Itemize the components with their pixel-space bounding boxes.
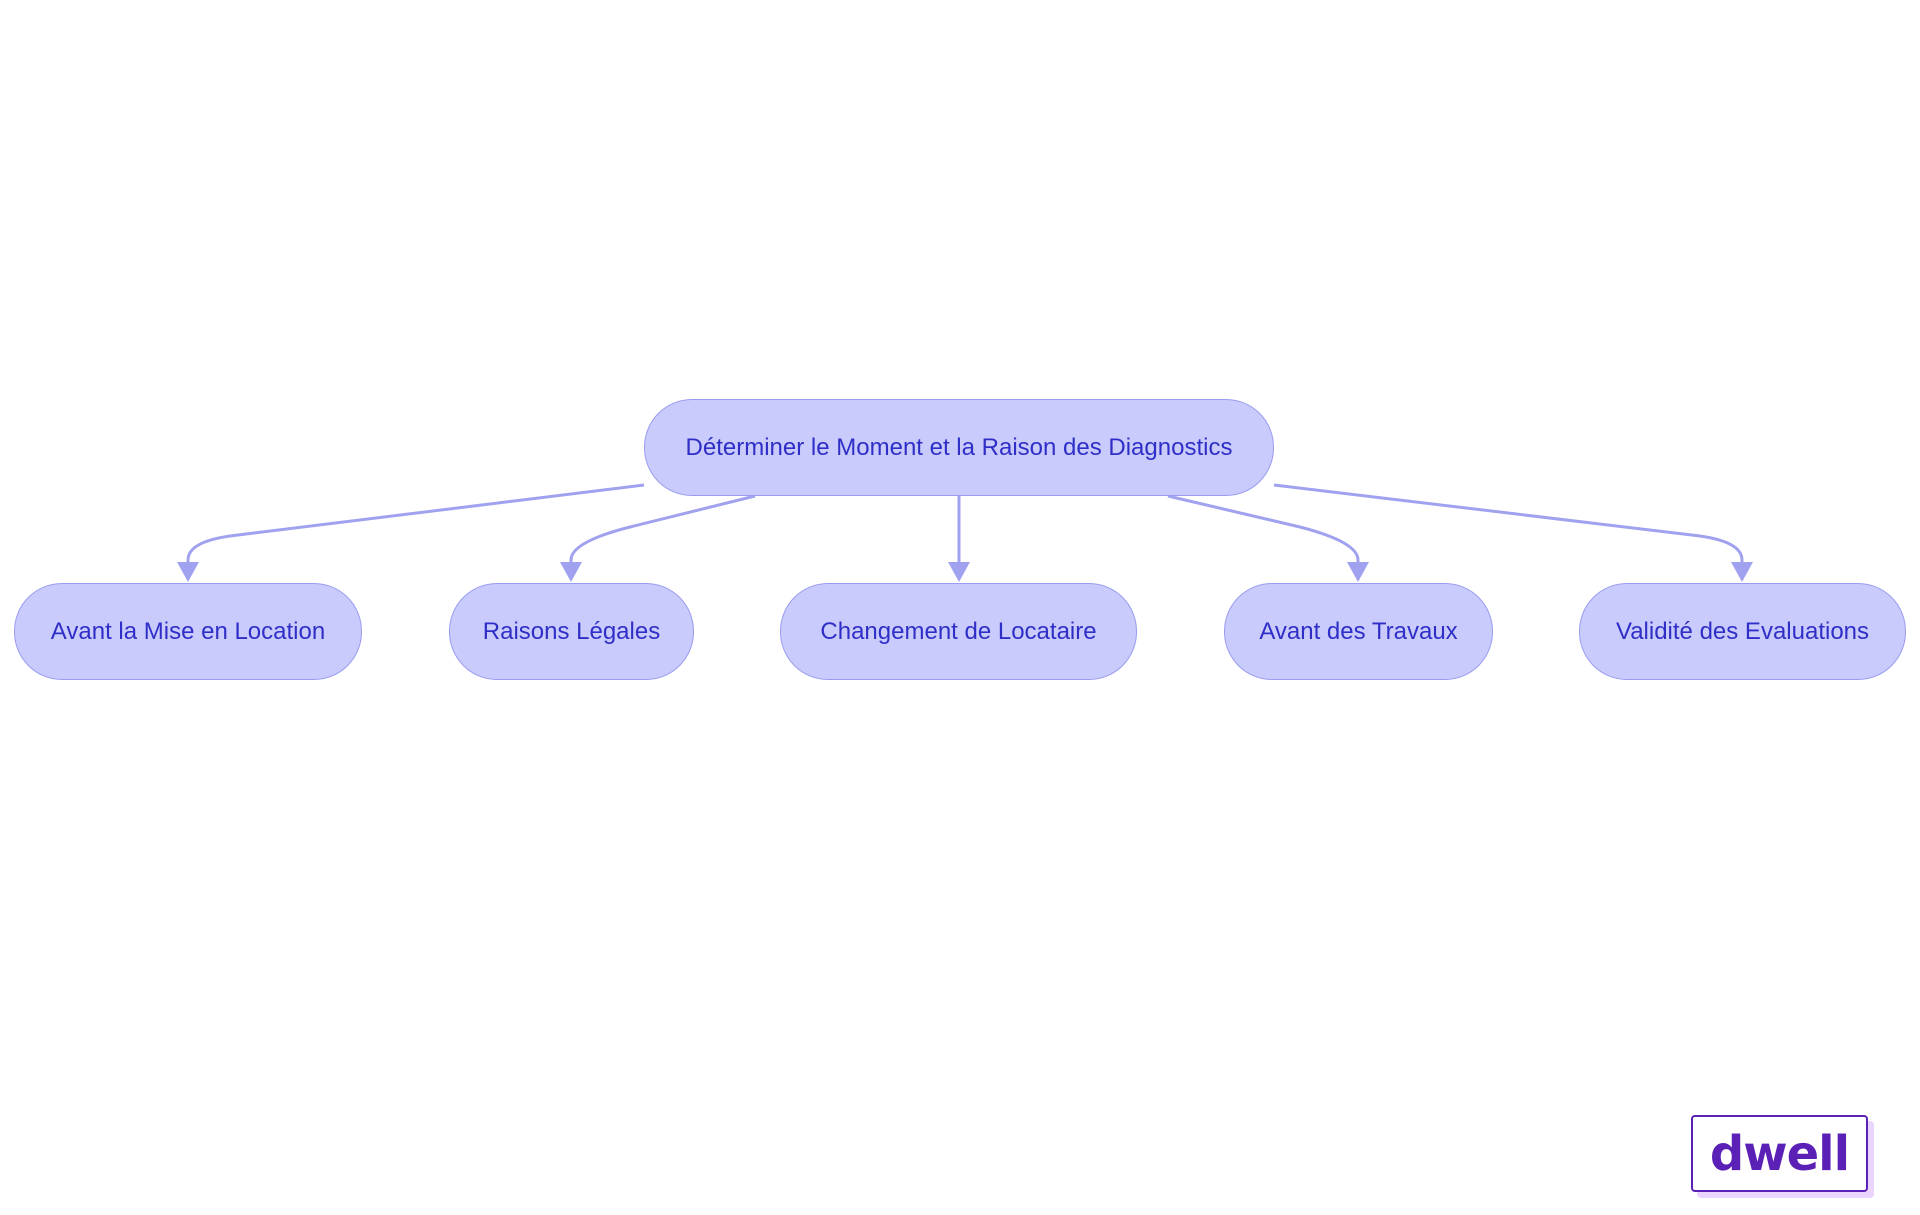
logo-text: dwell [1709, 1125, 1850, 1182]
arrowhead-validite-evaluations [1731, 562, 1753, 582]
edge-root-to-raisons-legales [569, 494, 756, 572]
child-node-label: Validité des Evaluations [1615, 617, 1870, 645]
child-node-raisons-legales: Raisons Légales [449, 583, 694, 680]
root-node: Déterminer le Moment et la Raison des Di… [644, 399, 1274, 496]
edge-root-to-validite-evaluations [1273, 483, 1744, 572]
child-node-avant-travaux: Avant des Travaux [1224, 583, 1493, 680]
edge-root-to-avant-travaux [1167, 494, 1360, 572]
child-node-label: Raisons Légales [482, 617, 661, 645]
arrowhead-changement-locataire [948, 562, 970, 582]
edge-root-to-avant-location [186, 483, 645, 572]
arrowhead-avant-location [177, 562, 199, 582]
arrowhead-avant-travaux [1347, 562, 1369, 582]
child-node-label: Avant la Mise en Location [50, 617, 326, 645]
child-node-label: Changement de Locataire [820, 617, 1097, 645]
dwell-logo: dwell [1691, 1115, 1868, 1192]
child-node-avant-location: Avant la Mise en Location [14, 583, 362, 680]
child-node-label: Avant des Travaux [1259, 617, 1458, 645]
child-node-changement-locataire: Changement de Locataire [780, 583, 1137, 680]
child-node-validite-evaluations: Validité des Evaluations [1579, 583, 1906, 680]
root-node-label: Déterminer le Moment et la Raison des Di… [685, 433, 1233, 461]
arrowhead-raisons-legales [560, 562, 582, 582]
